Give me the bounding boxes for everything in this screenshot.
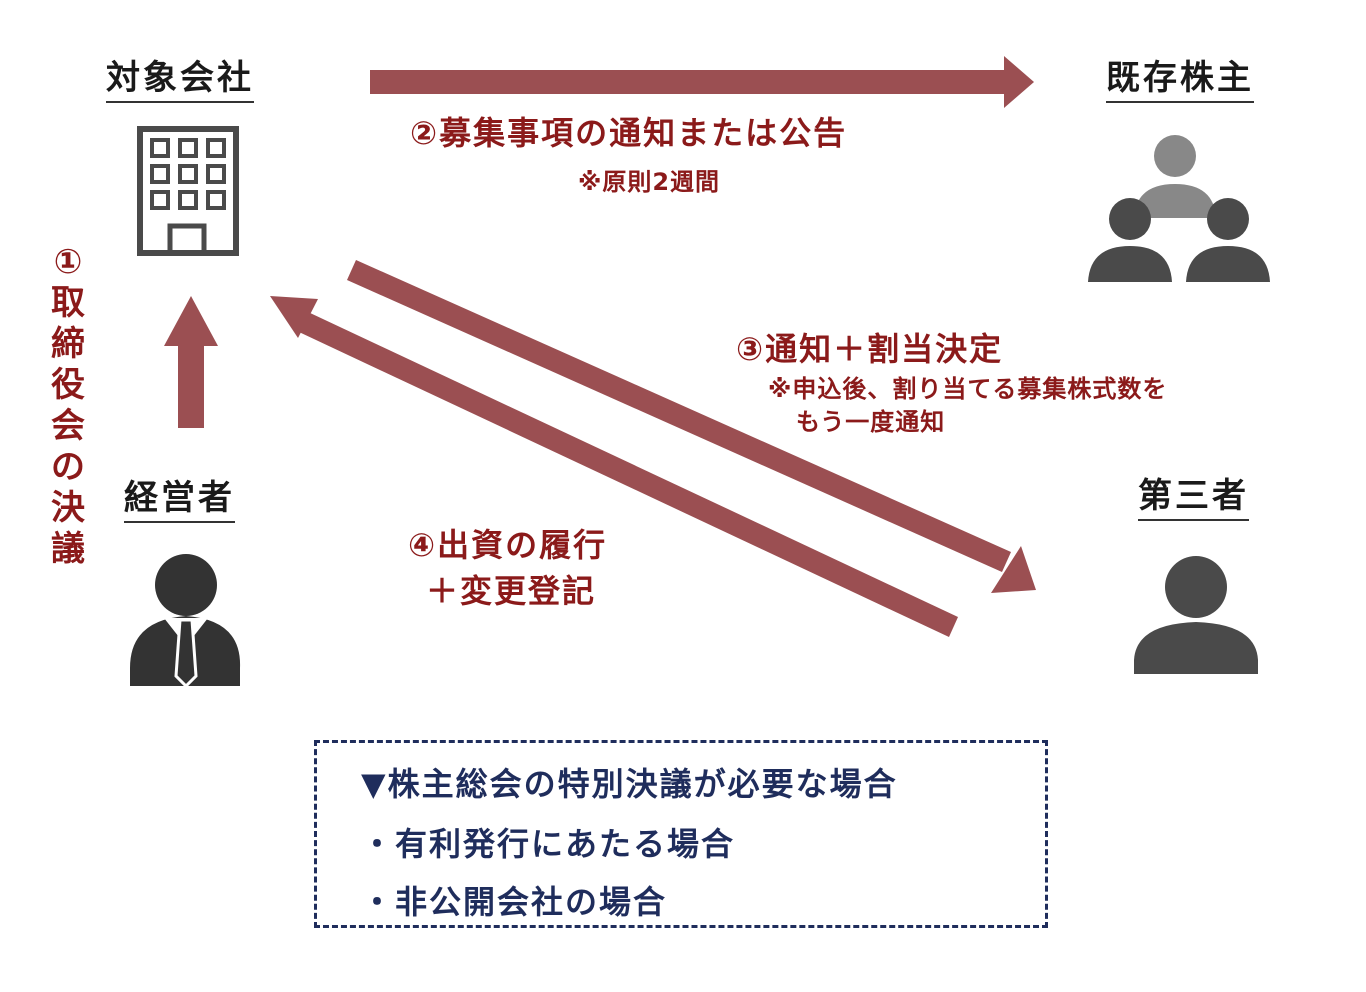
existing-shareholders-label: 既存株主 (1106, 59, 1254, 104)
vertical-char: 役 (51, 365, 85, 405)
vertical-char: 会 (51, 406, 85, 446)
third-party-label: 第三者 (1138, 477, 1249, 522)
person-icon (1134, 556, 1258, 674)
step4-line2: ＋変更登記 (426, 572, 597, 610)
vertical-char: 取 (51, 283, 85, 323)
building-icon (137, 126, 239, 256)
step3-title: ③通知＋割当決定 (736, 330, 1004, 368)
businessman-icon (130, 554, 241, 689)
vertical-char: 決 (51, 488, 85, 528)
shareholders-group-icon (1088, 135, 1270, 282)
step3-note-line2: もう一度通知 (796, 408, 946, 436)
step2-title: ②募集事項の通知または公告 (410, 114, 848, 152)
step3-note-line1: ※申込後、割り当てる募集株式数を (768, 375, 1168, 403)
arrow-board-resolution (164, 296, 218, 428)
arrow-allotment-notice (347, 260, 1036, 593)
arrow-capital-contribution (270, 296, 958, 637)
conditions-heading: ▼株主総会の特別決議が必要な場合 (361, 765, 898, 803)
step4-line1: ④出資の履行 (408, 526, 608, 564)
target-company-label: 対象会社 (106, 59, 254, 104)
step2-note: ※原則2週間 (578, 168, 721, 196)
vertical-char: 締 (51, 324, 85, 364)
condition-item: ・非公開会社の場合 (361, 883, 668, 921)
vertical-char: の (51, 447, 85, 487)
special-resolution-conditions-box: ▼株主総会の特別決議が必要な場合 ・有利発行にあたる場合 ・非公開会社の場合 (314, 740, 1048, 928)
vertical-char: 議 (51, 529, 85, 569)
condition-item: ・有利発行にあたる場合 (361, 825, 736, 863)
vertical-char: ① (53, 242, 83, 282)
management-label: 経営者 (124, 479, 235, 524)
arrow-notice-to-shareholders (370, 56, 1034, 108)
